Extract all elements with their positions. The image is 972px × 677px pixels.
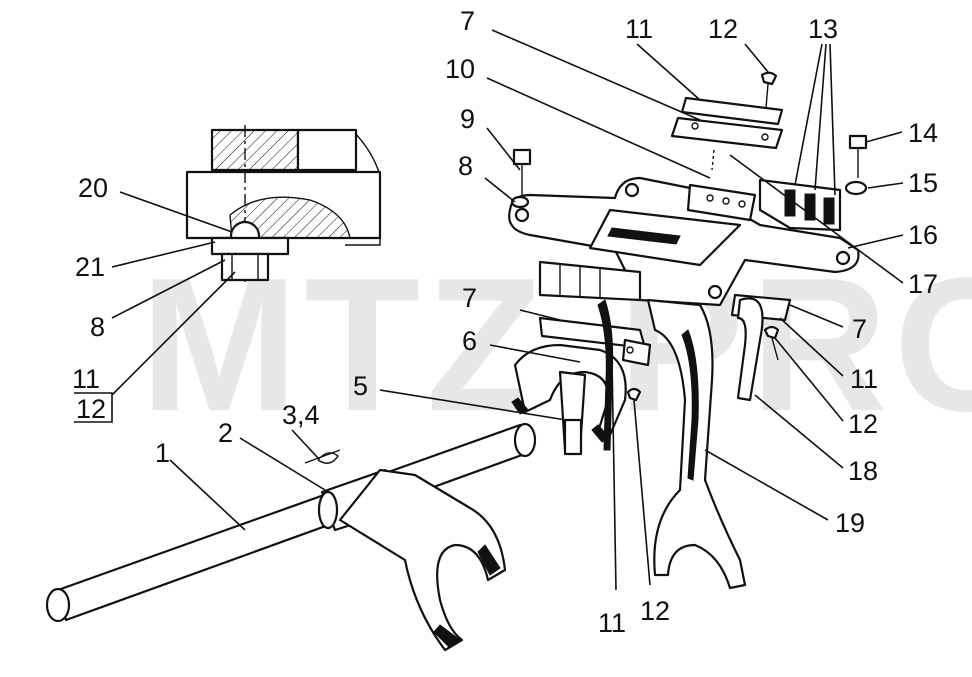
callout-12-detail: 12 [76, 394, 106, 424]
callout-13: 13 [808, 14, 838, 44]
callout-11-detail: 11 [72, 364, 100, 394]
callout-21: 21 [75, 252, 105, 282]
fork-18 [730, 293, 792, 402]
callout-12-right: 12 [848, 409, 878, 439]
callout-19: 19 [835, 508, 865, 538]
top-lock-plates [670, 71, 784, 171]
callout-11-bottom: 11 [598, 608, 626, 638]
callout-18: 18 [848, 456, 878, 486]
callout-15: 15 [908, 168, 938, 198]
callout-17: 17 [908, 269, 938, 299]
callout-9: 9 [460, 104, 475, 134]
callout-7-left: 7 [462, 283, 477, 313]
callout-1: 1 [155, 438, 170, 468]
callout-7-top: 7 [460, 6, 475, 36]
callout-3-4: 3,4 [282, 400, 320, 430]
callout-12-bottom: 12 [640, 596, 670, 626]
callout-20: 20 [78, 173, 108, 203]
fork-19 [597, 298, 747, 590]
callout-8-detail: 8 [90, 312, 105, 342]
callout-11-right: 11 [850, 364, 878, 394]
callout-16: 16 [908, 220, 938, 250]
callout-5: 5 [353, 371, 368, 401]
callout-12-top: 12 [708, 14, 738, 44]
upper-bracket-plate [508, 176, 860, 307]
leader-lines [74, 29, 904, 591]
callout-6: 6 [462, 326, 477, 356]
callout-10: 10 [445, 54, 475, 84]
callout-7-right: 7 [852, 314, 867, 344]
bolts-and-washers [510, 134, 868, 209]
callout-2: 2 [218, 418, 233, 448]
callout-11-top: 11 [625, 14, 653, 44]
shift-rod-and-fork [45, 422, 537, 652]
callout-labels: 1 2 3,4 5 6 7 7 7 8 8 9 10 11 11 11 11 1… [72, 6, 938, 638]
callout-14: 14 [908, 118, 938, 148]
callout-8-main: 8 [458, 151, 473, 181]
